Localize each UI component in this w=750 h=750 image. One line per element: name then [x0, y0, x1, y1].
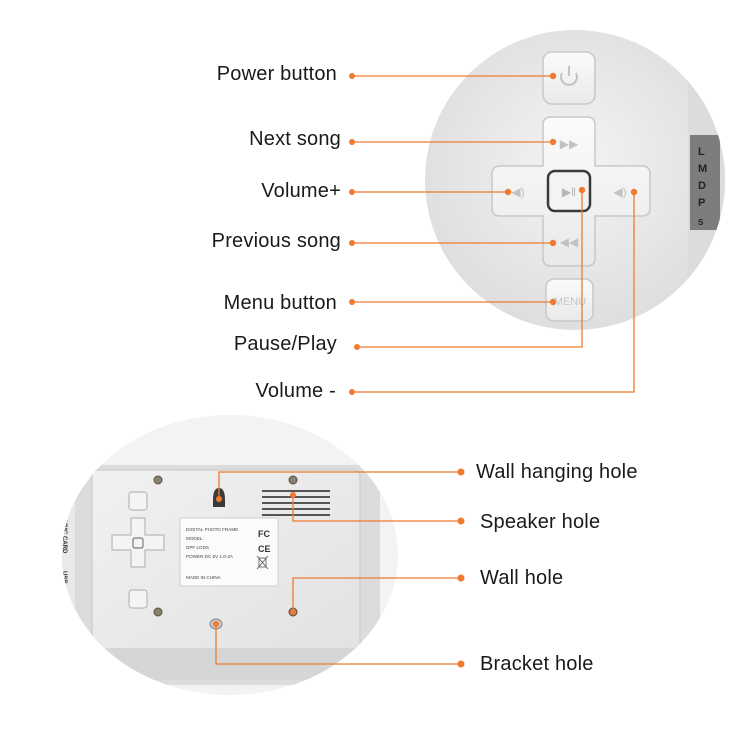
label-power-button: Power button — [216, 63, 337, 85]
side-letter: S — [698, 218, 704, 227]
port-label: USB — [61, 596, 67, 609]
sticker-line: POWER:DC 5V 1.0-2A — [186, 554, 234, 559]
fast-forward-icon: ▶▶ — [560, 137, 579, 151]
side-letter: L — [698, 146, 705, 158]
volume-plus-button[interactable]: ◀) — [496, 170, 540, 212]
fc-mark: FC — [258, 529, 270, 539]
side-letters: L M D P S — [698, 146, 707, 227]
sticker-line: MODEL: — [186, 536, 204, 541]
ce-mark: CE — [258, 544, 271, 554]
port-label: USB — [61, 571, 67, 584]
rewind-icon: ◀◀ — [560, 235, 579, 249]
speaker-minus-icon: ◀) — [613, 185, 626, 199]
sticker-line: MADE IN CHINA — [186, 575, 222, 580]
label-volume-minus: Volume - — [255, 380, 336, 402]
power-icon — [560, 66, 578, 86]
label-volume-plus: Volume+ — [261, 180, 341, 202]
product-sticker: DIGITAL PHOTO FRAME MODEL: DPF LODS POWE… — [179, 517, 279, 587]
top-callout-dots — [349, 72, 638, 395]
side-letter: M — [698, 163, 707, 175]
port-label: DC — [61, 618, 67, 627]
pause-play-button[interactable]: ▶‖ — [546, 169, 592, 213]
label-previous-song: Previous song — [211, 230, 341, 252]
sticker-line: DIGITAL PHOTO FRAME — [186, 527, 238, 532]
side-label-strip — [690, 135, 720, 230]
label-next-song: Next song — [249, 128, 341, 150]
menu-mark: MENU — [554, 296, 586, 308]
back-dpad — [111, 491, 165, 609]
speaker-grille — [262, 490, 330, 516]
label-speaker-hole: Speaker hole — [480, 511, 601, 533]
label-menu-button: Menu button — [223, 292, 337, 314]
port-label: SD/MMC CARD — [61, 510, 67, 554]
power-button[interactable] — [542, 51, 596, 105]
label-pause-play: Pause/Play — [233, 333, 337, 355]
bottom-device-back: SD/MMC CARD USB USB DC — [61, 415, 398, 695]
bottom-callouts — [215, 471, 461, 665]
sticker-line: DPF LODS — [186, 545, 209, 550]
top-device-closeup: L M D P S ▶▶ ◀) — [425, 30, 725, 330]
label-wall-hole: Wall hole — [480, 567, 564, 589]
side-letter: D — [698, 180, 706, 192]
bottom-callout-dots — [213, 468, 465, 668]
speaker-plus-icon: ◀) — [511, 185, 524, 199]
top-callouts — [352, 75, 635, 393]
label-wall-hanging-hole: Wall hanging hole — [476, 461, 638, 483]
previous-song-button[interactable]: ◀◀ — [547, 220, 591, 262]
menu-button[interactable]: MENU — [545, 278, 594, 322]
next-song-button[interactable]: ▶▶ — [547, 122, 591, 164]
bin-icon — [256, 555, 269, 570]
side-letter: P — [698, 197, 705, 209]
volume-minus-button[interactable]: ◀) — [598, 170, 642, 212]
play-pause-icon: ▶‖ — [562, 185, 576, 199]
label-bracket-hole: Bracket hole — [480, 653, 594, 675]
